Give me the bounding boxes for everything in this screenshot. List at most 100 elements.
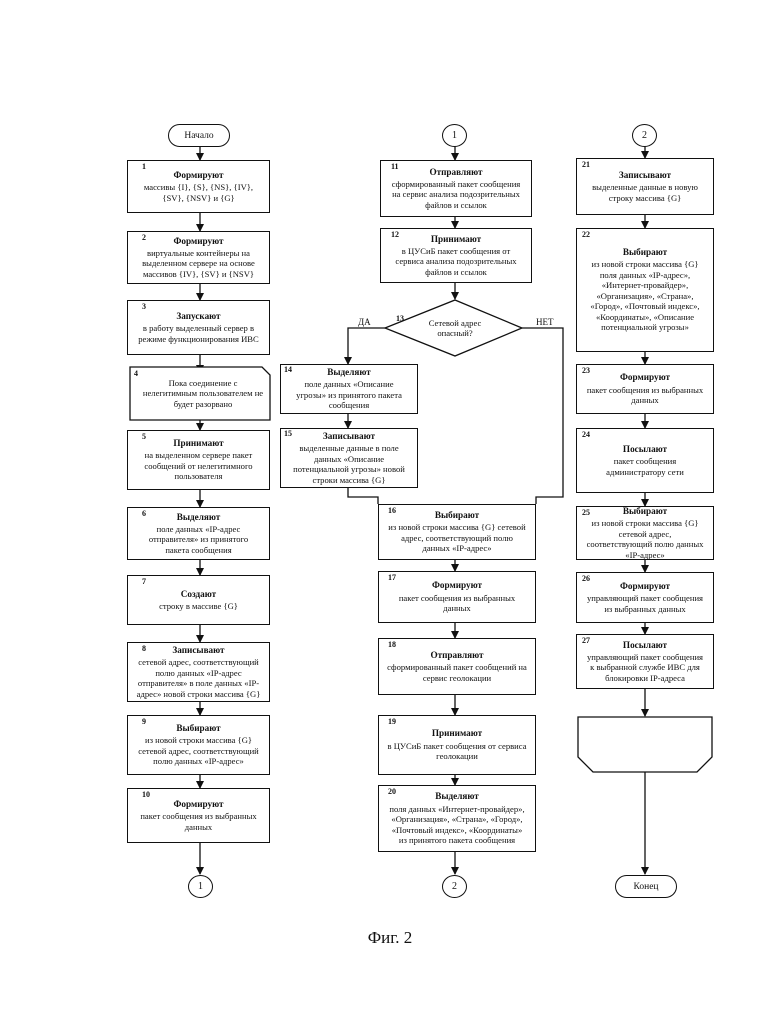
step-description: пакет сообщения из выбранных данных bbox=[387, 593, 527, 614]
step-number: 13 bbox=[396, 315, 404, 323]
step-action: Формируют bbox=[173, 170, 223, 181]
end-terminal: Конец bbox=[615, 875, 677, 898]
step-box-26: Формируют управляющий пакет сообщения из… bbox=[576, 572, 714, 623]
step-action: Посылают bbox=[623, 444, 667, 455]
start-terminal-label: Начало bbox=[184, 131, 213, 141]
step-number: 9 bbox=[142, 718, 146, 726]
step-description: из новой строки массива {G} поля данных … bbox=[585, 259, 705, 332]
connector-2-bottom: 2 bbox=[442, 875, 467, 898]
step-action: Выбирают bbox=[435, 510, 479, 521]
step-action: Отправляют bbox=[430, 650, 483, 661]
step-description: из новой строки массива {G} сетевой адре… bbox=[585, 518, 705, 560]
step-number: 16 bbox=[388, 507, 396, 515]
step-action: Формируют bbox=[173, 799, 223, 810]
step-description: пакет сообщения из выбранных данных bbox=[585, 385, 705, 406]
figure-caption: Фиг. 2 bbox=[0, 928, 780, 948]
step-number: 25 bbox=[582, 509, 590, 517]
step-number: 22 bbox=[582, 231, 590, 239]
step-description: на выделенном сервере пакет сообщений от… bbox=[136, 450, 261, 481]
step-description: поле данных «Описание угрозы» из принято… bbox=[289, 379, 409, 410]
step-description: виртуальные контейнеры на выделенном сер… bbox=[136, 248, 261, 279]
step-number: 8 bbox=[142, 645, 146, 653]
loop-condition-text: Пока соединение с нелегитимным пользоват… bbox=[142, 378, 264, 409]
step-number: 6 bbox=[142, 510, 146, 518]
step-box-5: Принимают на выделенном сервере пакет со… bbox=[127, 430, 270, 490]
step-box-20: Выделяют поля данных «Интернет-провайдер… bbox=[378, 785, 536, 852]
step-action: Формируют bbox=[620, 581, 670, 592]
step-number: 24 bbox=[582, 431, 590, 439]
connector-2-bottom-label: 2 bbox=[452, 881, 457, 892]
step-action: Записывают bbox=[172, 645, 224, 656]
step-description: сформированный пакет сообщений на сервис… bbox=[387, 662, 527, 683]
step-action: Выбирают bbox=[623, 247, 667, 258]
step-description: сетевой адрес, соответствующий полю данн… bbox=[136, 657, 261, 699]
step-action: Создают bbox=[181, 589, 216, 600]
step-box-9: Выбирают из новой строки массива {G} сет… bbox=[127, 715, 270, 775]
step-box-14: Выделяют поле данных «Описание угрозы» и… bbox=[280, 364, 418, 414]
connector-2-top: 2 bbox=[632, 124, 657, 147]
step-number: 3 bbox=[142, 303, 146, 311]
step-box-3: Запускают в работу выделенный сервер в р… bbox=[127, 300, 270, 355]
step-action: Записывают bbox=[619, 170, 671, 181]
start-terminal: Начало bbox=[168, 124, 230, 147]
decision-text: Сетевой адрес опасный? bbox=[412, 318, 498, 339]
step-action: Формируют bbox=[620, 372, 670, 383]
step-box-27: Посылают управляющий пакет сообщения к в… bbox=[576, 634, 714, 689]
step-description: в ЦУСиБ пакет сообщения от сервиса анали… bbox=[389, 246, 523, 277]
step-number: 17 bbox=[388, 574, 396, 582]
step-box-11: Отправляют сформированный пакет сообщени… bbox=[380, 160, 532, 217]
step-action: Выбирают bbox=[176, 723, 220, 734]
step-description: управляющий пакет сообщения к выбранной … bbox=[585, 652, 705, 683]
step-box-18: Отправляют сформированный пакет сообщени… bbox=[378, 638, 536, 695]
step-action: Отправляют bbox=[429, 167, 482, 178]
step-number: 15 bbox=[284, 430, 292, 438]
step-number: 21 bbox=[582, 161, 590, 169]
step-description: из новой строки массива {G} сетевой адре… bbox=[387, 522, 527, 553]
step-action: Принимают bbox=[173, 438, 223, 449]
step-box-7: Создают строку в массиве {G} bbox=[127, 575, 270, 625]
connector-1-bottom: 1 bbox=[188, 875, 213, 898]
loop-end-shape bbox=[578, 717, 712, 772]
step-box-19: Принимают в ЦУСиБ пакет сообщения от сер… bbox=[378, 715, 536, 775]
step-action: Запускают bbox=[176, 311, 220, 322]
step-description: из новой строки массива {G} сетевой адре… bbox=[136, 735, 261, 766]
step-action: Формируют bbox=[173, 236, 223, 247]
step-action: Выделяют bbox=[435, 791, 479, 802]
step-box-2: Формируют виртуальные контейнеры на выде… bbox=[127, 231, 270, 284]
step-number: 18 bbox=[388, 641, 396, 649]
step-action: Принимают bbox=[432, 728, 482, 739]
step-action: Выделяют bbox=[327, 367, 371, 378]
step-number: 14 bbox=[284, 366, 292, 374]
step-description: массивы {I}, {S}, {NS}, {IV}, {SV}, {NSV… bbox=[136, 182, 261, 203]
decision-no-label: НЕТ bbox=[536, 318, 554, 327]
step-number: 26 bbox=[582, 575, 590, 583]
step-box-24: Посылают пакет сообщения администратору … bbox=[576, 428, 714, 493]
step-box-21: Записывают выделенные данные в новую стр… bbox=[576, 158, 714, 215]
step-description: строку в массиве {G} bbox=[159, 601, 238, 611]
step-number: 1 bbox=[142, 163, 146, 171]
step-number: 20 bbox=[388, 788, 396, 796]
step-description: пакет сообщения из выбранных данных bbox=[136, 811, 261, 832]
connector-2-top-label: 2 bbox=[642, 130, 647, 141]
step-number: 5 bbox=[142, 433, 146, 441]
step-number: 4 bbox=[134, 370, 138, 378]
step-box-25: Выбирают из новой строки массива {G} сет… bbox=[576, 506, 714, 560]
end-terminal-label: Конец bbox=[634, 882, 659, 892]
connector-1-top: 1 bbox=[442, 124, 467, 147]
connector-1-bottom-label: 1 bbox=[198, 881, 203, 892]
step-number: 23 bbox=[582, 367, 590, 375]
step-description: поля данных «Интернет-провайдер», «Орган… bbox=[387, 804, 527, 846]
step-action: Выбирают bbox=[623, 506, 667, 517]
step-box-22: Выбирают из новой строки массива {G} пол… bbox=[576, 228, 714, 352]
connector-1-top-label: 1 bbox=[452, 130, 457, 141]
step-action: Выделяют bbox=[177, 512, 221, 523]
step-number: 7 bbox=[142, 578, 146, 586]
step-box-15: Записывают выделенные данные в поле данн… bbox=[280, 428, 418, 488]
step-box-23: Формируют пакет сообщения из выбранных д… bbox=[576, 364, 714, 414]
step-number: 10 bbox=[142, 791, 150, 799]
step-number: 2 bbox=[142, 234, 146, 242]
step-box-17: Формируют пакет сообщения из выбранных д… bbox=[378, 571, 536, 623]
step-description: выделенные данные в новую строку массива… bbox=[585, 182, 705, 203]
step-number: 11 bbox=[391, 163, 399, 171]
step-number: 12 bbox=[391, 231, 399, 239]
